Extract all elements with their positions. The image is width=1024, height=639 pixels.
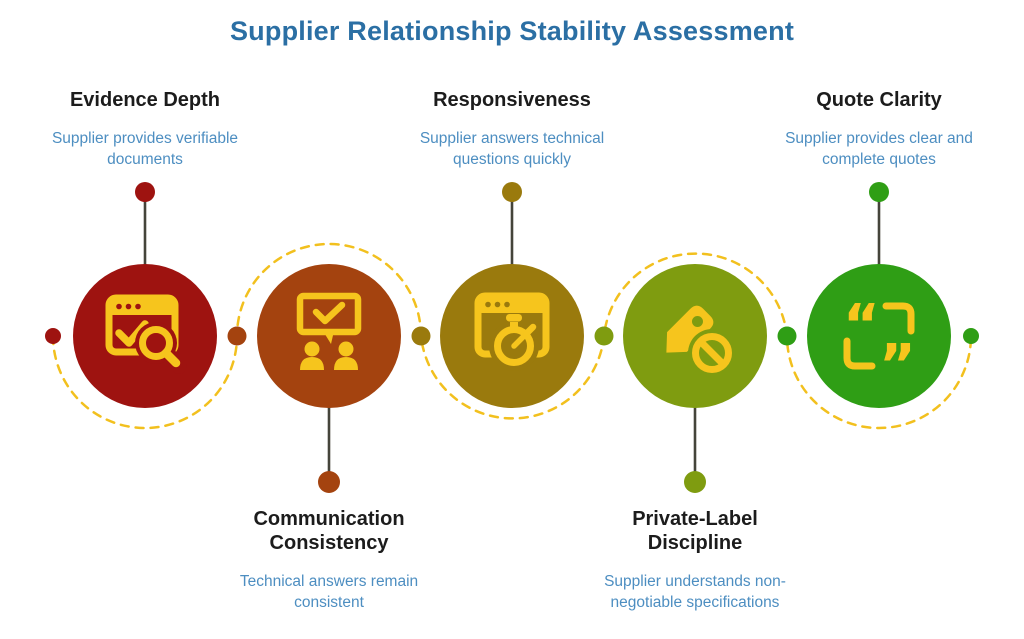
junction-dot — [227, 326, 247, 346]
node-circle — [807, 264, 951, 408]
node-description-quote-clarity: Supplier provides clear and complete quo… — [785, 130, 973, 168]
node-description-evidence-depth: Supplier provides verifiable documents — [51, 130, 239, 168]
node-group-responsiveness — [440, 182, 584, 408]
node-title-evidence-depth: Evidence Depth — [69, 89, 221, 111]
junction-dot — [963, 328, 979, 344]
page-title: Supplier Relationship Stability Assessme… — [229, 16, 795, 46]
junction-dot — [411, 326, 431, 346]
junction-dot — [45, 328, 61, 344]
node-description-responsiveness: Supplier answers technical questions qui… — [419, 130, 605, 168]
close-quote-glyph: ” — [879, 333, 916, 398]
node-description-communication-consistency: Technical answers remain consistent — [239, 573, 419, 611]
verified-search-browser-icon — [105, 294, 187, 374]
open-quote-glyph: “ — [843, 293, 880, 358]
node-group-quote-clarity: “ ” — [807, 182, 951, 408]
junction-dot — [594, 326, 614, 346]
connector-dot — [684, 471, 706, 493]
quotation-frame-icon: “ ” — [843, 293, 916, 398]
browser-stopwatch-icon — [474, 292, 550, 371]
node-group-evidence-depth — [73, 182, 217, 408]
node-group-communication-consistency — [257, 264, 401, 493]
connector-dot — [502, 182, 522, 202]
tag-prohibited-icon — [666, 305, 736, 377]
connector-dot — [318, 471, 340, 493]
node-description-private-label-discipline: Supplier understands non- negotiable spe… — [604, 573, 786, 611]
node-title-private-label-discipline: Private-Label Discipline — [632, 508, 758, 554]
node-title-quote-clarity: Quote Clarity — [816, 89, 942, 111]
node-title-communication-consistency: Communication Consistency — [253, 508, 405, 554]
connector-dot — [869, 182, 889, 202]
node-title-responsiveness: Responsiveness — [433, 89, 591, 111]
junction-dot — [777, 326, 797, 346]
node-group-private-label-discipline — [623, 264, 767, 493]
connector-dot — [135, 182, 155, 202]
discussion-check-icon — [296, 292, 362, 370]
